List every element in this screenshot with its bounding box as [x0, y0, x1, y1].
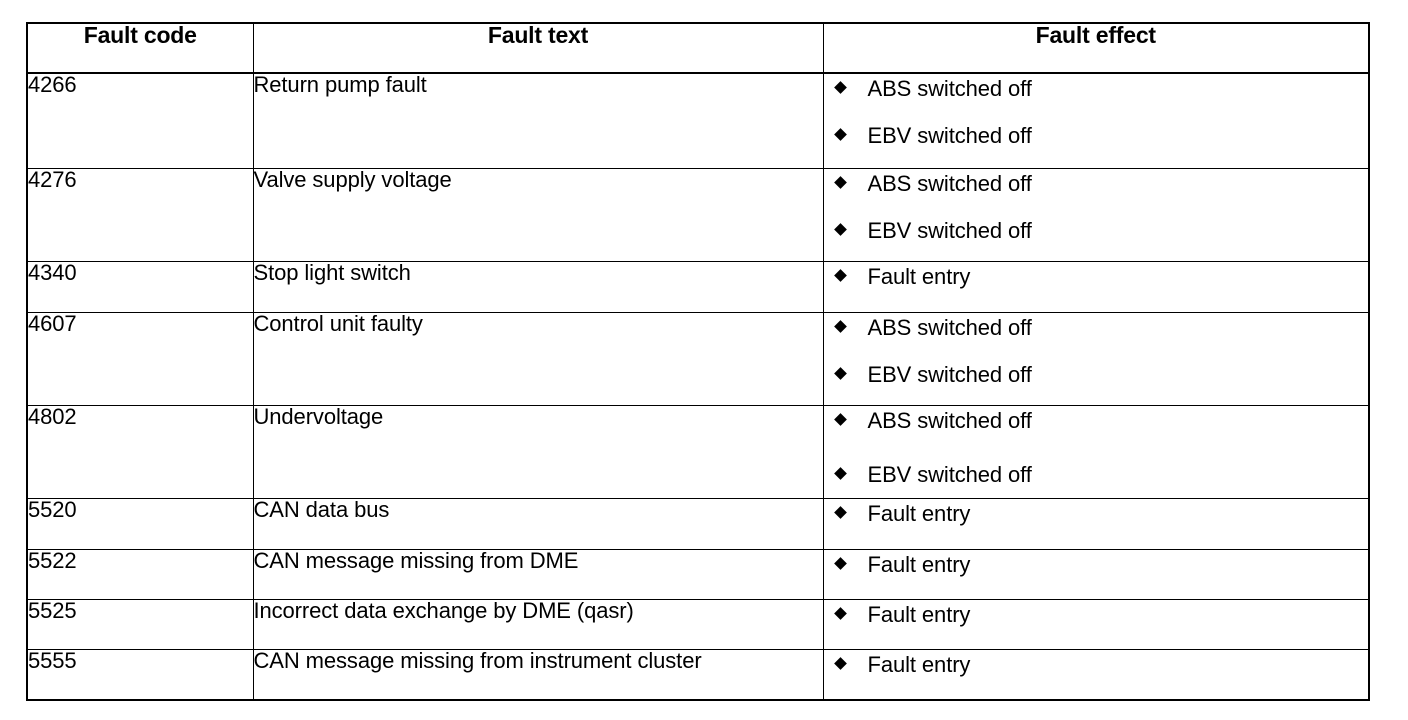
fault-effect-list: Fault entry	[824, 550, 1369, 576]
fault-effect-item: ABS switched off	[824, 313, 1369, 339]
fault-effect-label: Fault entry	[867, 552, 971, 577]
diamond-bullet-icon	[833, 506, 847, 519]
fault-effect-label: ABS switched off	[867, 171, 1032, 196]
diamond-bullet-icon	[833, 367, 847, 380]
fault-effect-item: EBV switched off	[824, 121, 1369, 147]
fault-effect-item: EBV switched off	[824, 360, 1369, 386]
cell-fault-text: Undervoltage	[252, 405, 824, 499]
fault-effect-list: Fault entry	[824, 650, 1369, 676]
fault-effect-label: Fault entry	[867, 602, 971, 627]
fault-effect-item: Fault entry	[824, 262, 1369, 288]
diamond-bullet-icon	[833, 657, 847, 670]
cell-fault-code: 5522	[26, 549, 254, 600]
column-header-fault-text: Fault text	[252, 22, 824, 74]
fault-effect-label: EBV switched off	[867, 123, 1032, 148]
cell-fault-code: 5525	[26, 599, 254, 650]
fault-effect-list: Fault entry	[824, 262, 1369, 288]
fault-effect-label: ABS switched off	[867, 315, 1032, 340]
cell-fault-text: Incorrect data exchange by DME (qasr)	[252, 599, 824, 650]
cell-fault-text: Valve supply voltage	[252, 168, 824, 262]
fault-effect-list: Fault entry	[824, 499, 1369, 525]
diamond-bullet-icon	[833, 269, 847, 282]
fault-effect-item: EBV switched off	[824, 460, 1369, 486]
diamond-bullet-icon	[833, 320, 847, 333]
fault-effect-label: Fault entry	[867, 264, 971, 289]
cell-fault-effect: Fault entry	[822, 261, 1370, 313]
fault-effect-label: EBV switched off	[867, 362, 1032, 387]
cell-fault-code: 5520	[26, 498, 254, 550]
cell-fault-code: 4340	[26, 261, 254, 313]
cell-fault-effect: Fault entry	[822, 599, 1370, 650]
cell-fault-code: 4607	[26, 312, 254, 406]
cell-fault-text: Control unit faulty	[252, 312, 824, 406]
fault-effect-label: ABS switched off	[867, 76, 1032, 101]
diamond-bullet-icon	[833, 81, 847, 94]
diamond-bullet-icon	[833, 176, 847, 189]
fault-effect-label: ABS switched off	[867, 408, 1032, 433]
diamond-bullet-icon	[833, 413, 847, 426]
cell-fault-text: Return pump fault	[252, 72, 824, 169]
diamond-bullet-icon	[833, 223, 847, 236]
fault-effect-item: EBV switched off	[824, 216, 1369, 242]
cell-fault-effect: Fault entry	[822, 498, 1370, 550]
diamond-bullet-icon	[833, 128, 847, 141]
diamond-bullet-icon	[833, 467, 847, 480]
cell-fault-text: Stop light switch	[252, 261, 824, 313]
cell-fault-code: 4266	[26, 72, 254, 169]
fault-effect-item: Fault entry	[824, 550, 1369, 576]
fault-effect-item: Fault entry	[824, 600, 1369, 626]
fault-effect-item: ABS switched off	[824, 74, 1369, 100]
table-header: Fault code Fault text Fault effect	[26, 22, 1370, 74]
fault-effect-item: Fault entry	[824, 499, 1369, 525]
fault-effect-label: EBV switched off	[867, 218, 1032, 243]
cell-fault-effect: Fault entry	[822, 549, 1370, 600]
fault-effect-label: Fault entry	[867, 652, 971, 677]
cell-fault-code: 4276	[26, 168, 254, 262]
cell-fault-text: CAN data bus	[252, 498, 824, 550]
column-header-fault-code: Fault code	[26, 22, 254, 74]
fault-effect-item: ABS switched off	[824, 406, 1369, 432]
fault-effect-item: ABS switched off	[824, 169, 1369, 195]
fault-effect-list: Fault entry	[824, 600, 1369, 626]
fault-effect-item: Fault entry	[824, 650, 1369, 676]
cell-fault-text: CAN message missing from instrument clus…	[252, 649, 824, 701]
cell-fault-text: CAN message missing from DME	[252, 549, 824, 600]
column-header-fault-effect: Fault effect	[822, 22, 1370, 74]
cell-fault-code: 4802	[26, 405, 254, 499]
fault-effect-label: Fault entry	[867, 501, 971, 526]
diamond-bullet-icon	[833, 557, 847, 570]
cell-fault-effect: Fault entry	[822, 649, 1370, 701]
diamond-bullet-icon	[833, 607, 847, 620]
cell-fault-code: 5555	[26, 649, 254, 701]
header-row: Fault code Fault text Fault effect	[26, 22, 1370, 74]
fault-effect-label: EBV switched off	[867, 462, 1032, 487]
